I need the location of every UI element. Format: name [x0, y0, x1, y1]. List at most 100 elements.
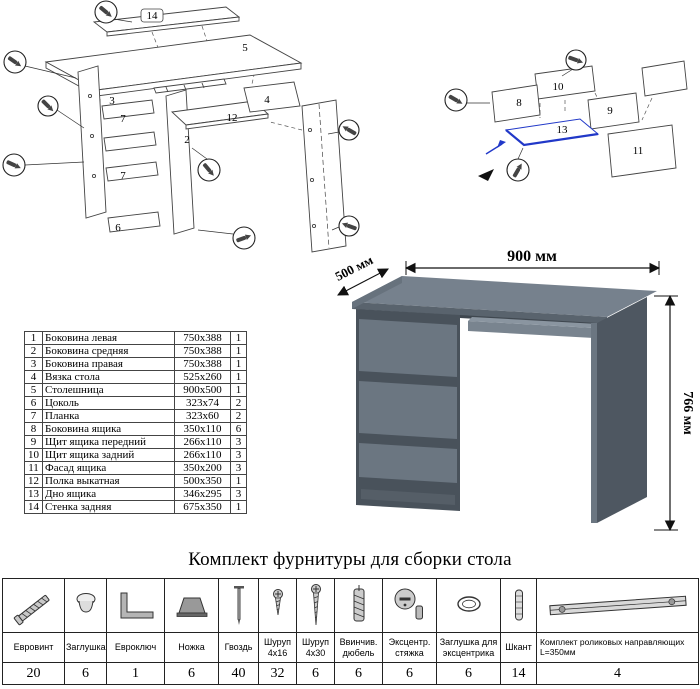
screw-4x16-icon	[272, 588, 283, 615]
part-label-10: 10	[553, 81, 565, 93]
fastener-callouts	[2, 0, 360, 250]
part-size: 266x110	[174, 448, 231, 462]
camlock-icon	[394, 588, 423, 619]
screw-4x30-icon	[310, 583, 321, 625]
part-size: 675x350	[174, 500, 231, 514]
hardware-qty: 6	[436, 662, 501, 685]
hardware-icon-cell	[164, 578, 219, 633]
part-name: Фасад ящика	[42, 461, 175, 475]
part-qty: 3	[230, 461, 247, 475]
drawer-3	[359, 443, 457, 483]
hardware-qty: 14	[500, 662, 537, 685]
hardware-name: Евроключ	[106, 632, 165, 663]
drawer-fastener-callouts	[444, 49, 587, 182]
hardware-qty: 20	[2, 662, 65, 685]
part-size: 750x388	[174, 357, 231, 371]
hardware-qty: 6	[64, 662, 107, 685]
euroscrew-icon	[13, 594, 49, 625]
hardware-qty: 6	[334, 662, 383, 685]
right-side-panel	[591, 297, 647, 523]
hardware-name: Эксцентр. стяжка	[382, 632, 437, 663]
part-label-13: 13	[557, 124, 569, 136]
hardware-qty: 40	[218, 662, 259, 685]
hardware-name: Заглушка для эксцентрика	[436, 632, 501, 663]
part-side-panel-left	[77, 65, 107, 219]
part-pullout-shelf	[170, 100, 270, 130]
part-size: 750x388	[174, 344, 231, 358]
part-number: 6	[24, 396, 43, 410]
hardware-icon-cell	[258, 578, 297, 633]
hardware-name: Гвоздь	[218, 632, 259, 663]
part-label-5: 5	[242, 42, 248, 54]
hardware-qty: 4	[536, 662, 699, 685]
part-label-9: 9	[607, 105, 613, 117]
drawer-exploded-diagram: 10 8 9 13 11	[444, 49, 688, 182]
hardware-qty: 6	[296, 662, 335, 685]
part-name: Боковина левая	[42, 331, 175, 345]
part-qty: 1	[230, 331, 247, 345]
hardware-qty: 32	[258, 662, 297, 685]
part-qty: 2	[230, 409, 247, 423]
part-qty: 1	[230, 344, 247, 358]
hexkey-icon	[120, 592, 153, 618]
hardware-name: Шуруп 4x30	[296, 632, 335, 663]
part-label-11: 11	[633, 145, 644, 157]
camcap-icon	[456, 595, 481, 612]
hardware-qty: 6	[164, 662, 219, 685]
hardware-icon-cell	[500, 578, 537, 633]
part-qty: 6	[230, 422, 247, 436]
hardware-name: Евровинт	[2, 632, 65, 663]
part-drawer-facade	[607, 124, 677, 178]
hardware-icon-cell	[106, 578, 165, 633]
part-name: Полка выкатная	[42, 474, 175, 488]
hardware-icon-cell	[296, 578, 335, 633]
part-name: Дно ящика	[42, 487, 175, 501]
part-label-8: 8	[516, 97, 522, 109]
part-qty: 1	[230, 357, 247, 371]
hardware-qty: 1	[106, 662, 165, 685]
hardware-names-row: Евровинт Заглушка Евроключ Ножка Гвоздь …	[2, 632, 699, 663]
direction-arrow	[478, 169, 494, 181]
dowel-icon	[514, 589, 523, 620]
hardware-name: Ножка	[164, 632, 219, 663]
desk-body	[352, 276, 657, 523]
part-number: 11	[24, 461, 43, 475]
hardware-icon-cell	[536, 578, 699, 633]
desk-top	[352, 276, 657, 317]
kit-title: Комплект фурнитуры для сборки стола	[188, 549, 512, 570]
part-drawer-side-right	[641, 60, 688, 97]
part-qty: 1	[230, 500, 247, 514]
hardware-icon-cell	[218, 578, 259, 633]
plinth	[361, 489, 455, 505]
part-name: Планка	[42, 409, 175, 423]
desk-render: 900 мм 500 мм 766 мм	[333, 248, 695, 532]
part-label-4: 4	[264, 94, 270, 106]
part-drawer-back	[534, 65, 596, 100]
part-tie-panel	[243, 81, 301, 113]
part-size: 346x295	[174, 487, 231, 501]
hardware-name: Заглушка	[64, 632, 107, 663]
part-qty: 1	[230, 474, 247, 488]
foot-icon	[176, 597, 207, 617]
part-size: 323x60	[174, 409, 231, 423]
part-number: 7	[24, 409, 43, 423]
part-qty: 3	[230, 448, 247, 462]
hardware-qty-row: 20 6 1 6 40 32 6 6 6 6 14 4	[2, 662, 699, 685]
part-label-6: 6	[115, 222, 121, 234]
hardware-name: Ввинчив. дюбель	[334, 632, 383, 663]
hardware-icon-cell	[436, 578, 501, 633]
part-number: 9	[24, 435, 43, 449]
hardware-name: Шкант	[500, 632, 537, 663]
part-qty: 3	[230, 487, 247, 501]
desk-exploded-diagram: 14 5 3 7 7 6 2 12 4	[2, 0, 360, 253]
part-label-14: 14	[147, 10, 159, 22]
